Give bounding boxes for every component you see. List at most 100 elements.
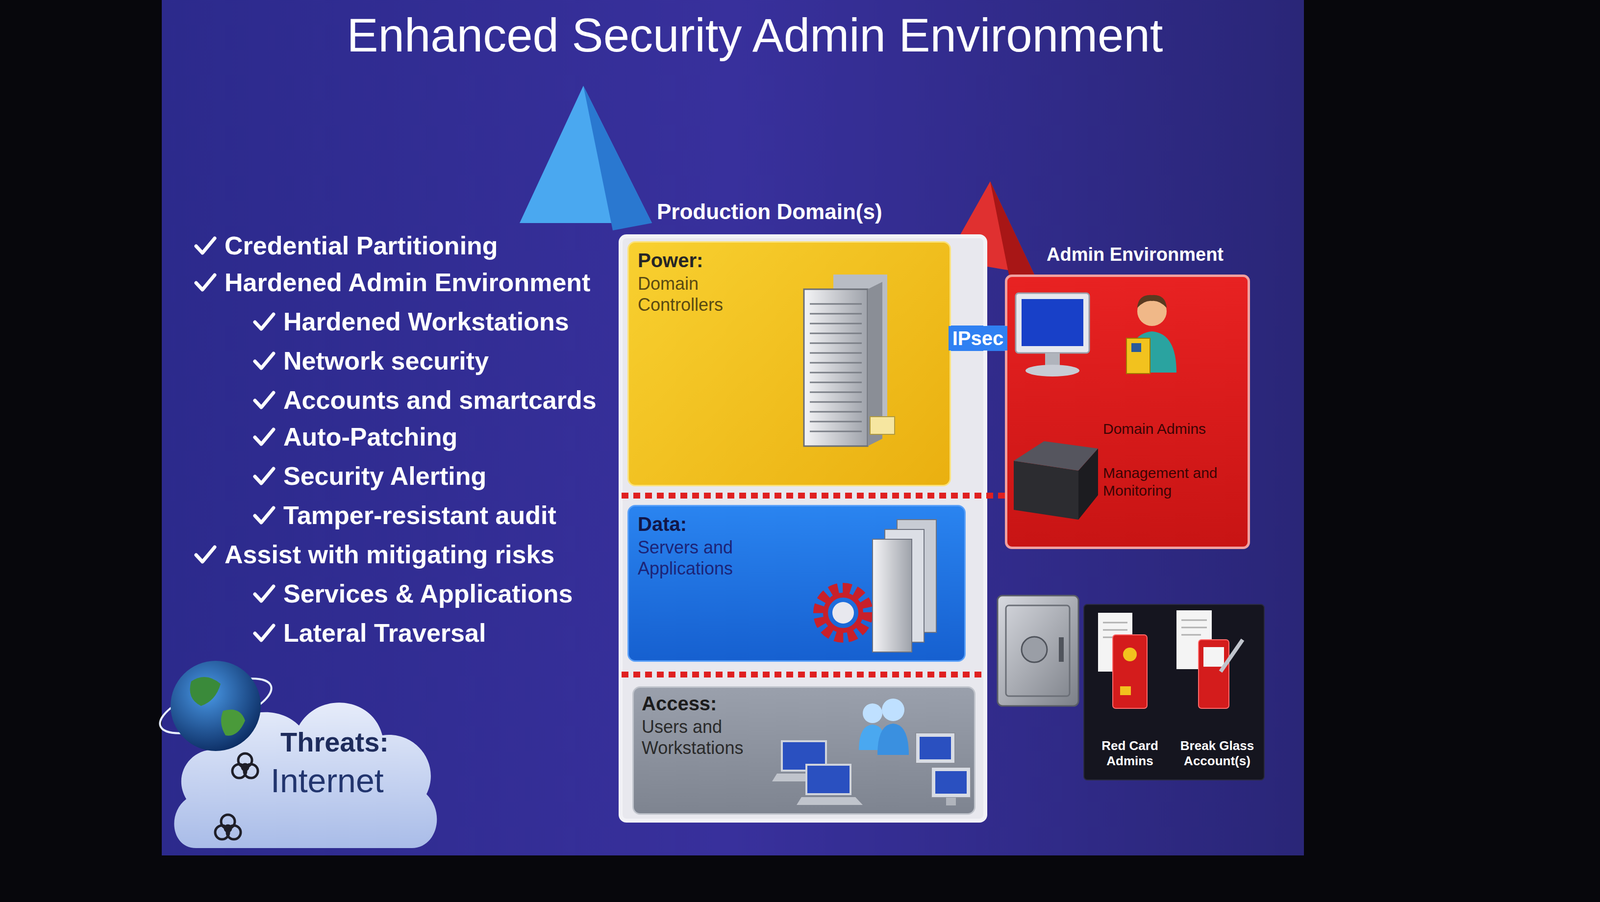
server-stack (872, 539, 912, 652)
badge-photo (1131, 343, 1142, 352)
check-mark (254, 586, 274, 601)
check-mark (254, 314, 274, 329)
node-heading-slot: Access: (641, 691, 770, 716)
slide-title: Enhanced Security Admin Environment (196, 6, 1314, 64)
check-mark (196, 547, 215, 562)
node-text-slot: Break Glass Account(s) (1175, 738, 1259, 769)
server-stack (897, 519, 937, 633)
tier-boundary (621, 671, 985, 678)
checklist-item: Credential Partitioning (224, 230, 617, 261)
monitor-base (1025, 364, 1080, 377)
safe-dial (1021, 636, 1048, 663)
card-emblem (1123, 647, 1137, 662)
red-pyramid-face (990, 181, 1035, 280)
node-text-slot: Servers and Applications (637, 536, 800, 579)
desktop-monitor (915, 732, 955, 764)
checklist-item: Tamper-resistant audit (283, 500, 617, 531)
checklist-item-slot: Hardened Workstations (283, 306, 617, 337)
power-tier: Power:Domain Controllers (627, 241, 951, 487)
node-text: Users and Workstations (641, 716, 770, 759)
node-heading: Threats: (280, 725, 428, 759)
node-heading-slot: Admin Environment (1046, 243, 1258, 267)
node-heading-slot: Red Card Admins (1088, 738, 1172, 769)
biohazard-symbol (226, 825, 241, 840)
server-side (867, 281, 883, 447)
user-head (881, 698, 905, 722)
node-text-slot: Domain Admins (1102, 420, 1246, 438)
biohazard-symbol (215, 825, 229, 840)
biohazard-symbol (232, 764, 247, 778)
checklist-item: Services & Applications (283, 578, 617, 609)
node-heading: Admin Environment (1046, 243, 1258, 267)
node-text: Internet (270, 760, 433, 801)
node-text: Domain Admins (1102, 420, 1246, 438)
checklist-item-slot: Security Alerting (283, 460, 617, 492)
check-mark (254, 625, 274, 641)
id-badge (1126, 338, 1150, 374)
gear-ring (825, 595, 861, 631)
globe (170, 660, 261, 751)
cloud-shape (174, 702, 437, 849)
check-mark (254, 468, 274, 484)
node-text: Management and Monitoring (1102, 464, 1246, 500)
edge-label-slot: IPsec (928, 325, 1027, 351)
person-head (1137, 296, 1167, 326)
check-mark (254, 353, 274, 369)
red-card (1112, 634, 1148, 709)
server-tower (803, 289, 868, 447)
threat-cloud: Threats:Internet (166, 651, 442, 849)
checklist-item: Hardened Admin Environment (224, 267, 617, 298)
appliance-front (1013, 460, 1079, 520)
card-window (1203, 647, 1225, 667)
gear-hub (832, 601, 854, 624)
laptop-base (796, 797, 863, 805)
document (1176, 610, 1212, 670)
laptop-screen (806, 764, 851, 795)
checklist-item-slot: Services & Applications (283, 578, 617, 609)
card-chip (1120, 686, 1131, 696)
document-lines (1181, 620, 1207, 635)
checklist-item-slot: Auto-Patching (283, 421, 617, 452)
user-head (862, 703, 883, 724)
checklist-item: Lateral Traversal (283, 617, 617, 649)
check-mark (196, 275, 215, 290)
node-heading: Production Domain(s) (656, 199, 971, 225)
laptop-screen (781, 741, 826, 771)
break-hammer (1220, 639, 1243, 672)
appliance-side (1078, 448, 1099, 520)
globe-land (221, 709, 246, 736)
checklist-item: Auto-Patching (283, 421, 617, 452)
node-text-slot: Users and Workstations (641, 716, 770, 759)
appliance-top (1013, 441, 1099, 471)
checklist-item-slot: Accounts and smartcards (283, 384, 617, 416)
node-text: Break Glass Account(s) (1175, 738, 1259, 769)
monitor-stand (1045, 352, 1060, 368)
node-heading-slot: Power: (637, 248, 785, 273)
laptop-base (772, 773, 839, 782)
desktop-monitor (931, 767, 971, 798)
check-mark (254, 429, 274, 445)
node-heading: Data: (637, 512, 785, 536)
cable-bundle (870, 416, 895, 435)
node-heading-slot: Production Domain(s) (656, 199, 971, 225)
gear-teeth (819, 589, 867, 637)
person-hair (1137, 295, 1167, 308)
checklist-item: Assist with mitigating risks (224, 539, 617, 570)
checklist-item-slot: Tamper-resistant audit (283, 500, 617, 531)
monitor-frame (1015, 293, 1090, 353)
server-back (833, 274, 888, 422)
red-card (1198, 639, 1229, 709)
panel-fill (620, 236, 986, 821)
checklist-item-slot: Network security (283, 345, 617, 376)
node-text: Servers and Applications (637, 536, 800, 579)
globe-orbit (153, 667, 278, 745)
check-mark (254, 392, 274, 408)
admin-environment: Admin EnvironmentDomain AdminsManagement… (1004, 274, 1250, 550)
node-text-slot: Internet (270, 760, 433, 801)
desktop-screen (935, 771, 967, 794)
domain-panel: Production Domain(s)Power:Domain Control… (618, 234, 988, 823)
checklist-item-slot: Hardened Admin Environment (224, 267, 617, 298)
node-heading: Red Card Admins (1088, 738, 1172, 769)
